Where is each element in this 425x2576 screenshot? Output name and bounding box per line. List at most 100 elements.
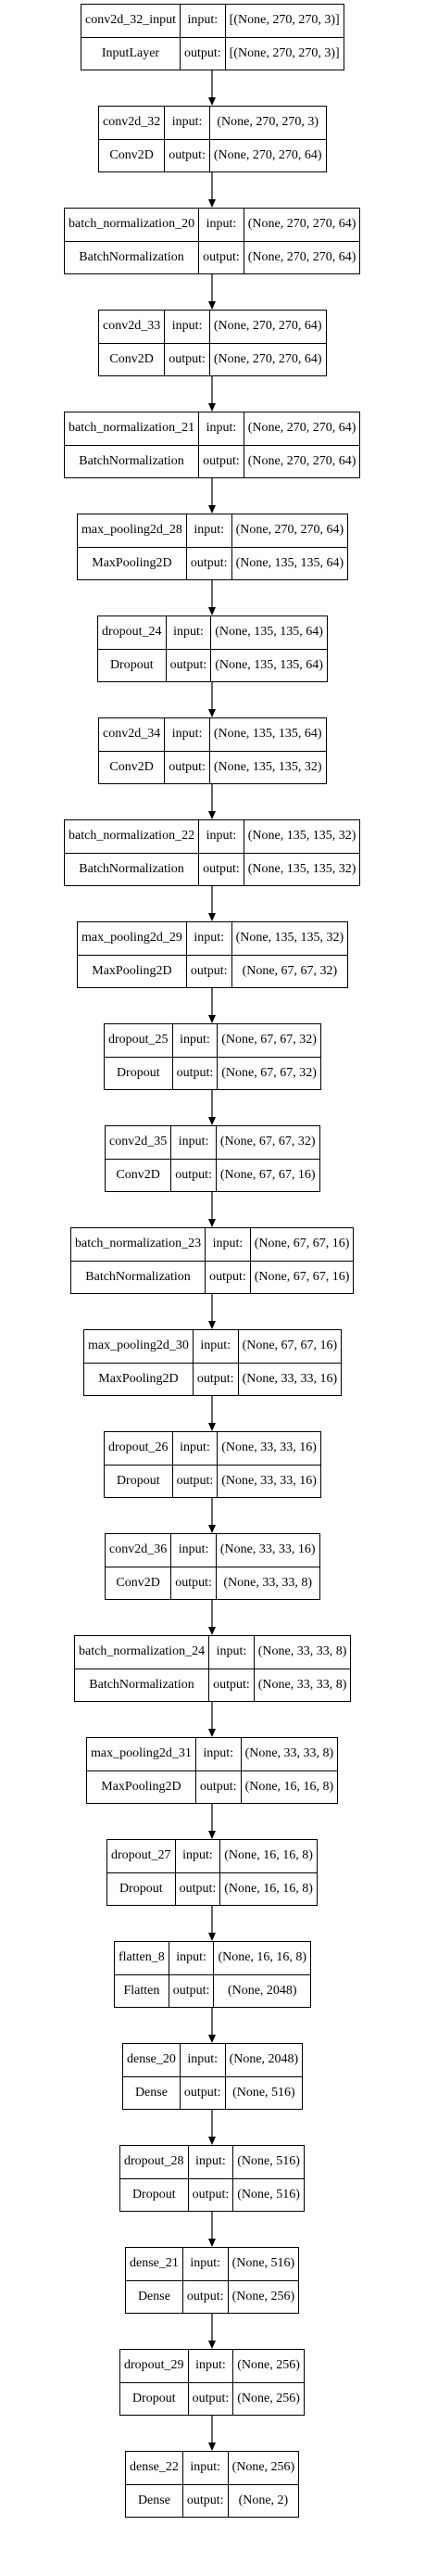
layer-type: Dropout <box>116 1473 160 1488</box>
io-label-column: input:output: <box>172 1024 219 1089</box>
layer-type: Dense <box>137 2493 170 2507</box>
input-label: input: <box>171 1534 216 1567</box>
arrow-head-icon <box>208 97 216 106</box>
input-shape: (None, 270, 270, 3) <box>209 107 326 140</box>
layer-type: Dropout <box>116 1065 160 1080</box>
layer-name: batch_normalization_21 <box>65 412 199 446</box>
output-shape: (None, 270, 270, 64) <box>247 453 356 468</box>
input-label: input: <box>193 1330 238 1364</box>
input-shape: (None, 33, 33, 8) <box>241 1738 338 1771</box>
shape-column: (None, 516)(None, 516) <box>233 2146 304 2211</box>
shape-column: (None, 516)(None, 256) <box>228 2248 299 2313</box>
input-label: input: <box>172 1024 218 1058</box>
arrow-head-icon <box>208 607 216 615</box>
input-label: input: <box>199 820 244 854</box>
input-shape: (None, 135, 135, 64) <box>211 616 327 650</box>
input-label: input: <box>180 2044 225 2077</box>
output-shape: (None, 270, 270, 64) <box>247 249 356 264</box>
input-label: input: <box>209 1636 254 1669</box>
input-shape: (None, 33, 33, 8) <box>254 1636 351 1669</box>
io-label-column: input:output: <box>206 1228 251 1293</box>
output-label: output: <box>169 351 206 366</box>
layer-type: Dropout <box>119 1881 163 1896</box>
arrow-head-icon <box>208 403 216 412</box>
input-label: input: <box>206 1228 250 1262</box>
shape-column: (None, 256)(None, 2) <box>228 2452 299 2517</box>
input-shape: (None, 135, 135, 64) <box>209 718 326 752</box>
output-label: output: <box>176 1473 214 1488</box>
arrow-head-icon <box>208 505 216 514</box>
io-label-column: input:output: <box>209 1636 255 1701</box>
input-label: input: <box>186 514 231 548</box>
shape-column: (None, 135, 135, 64)(None, 135, 135, 32) <box>209 718 326 783</box>
layer-name: max_pooling2d_30 <box>84 1330 193 1364</box>
output-label: output: <box>184 45 221 60</box>
layer-type: Dense <box>137 2289 170 2303</box>
shape-column: (None, 33, 33, 8)(None, 16, 16, 8) <box>241 1738 338 1803</box>
output-shape: (None, 16, 16, 8) <box>224 1881 313 1896</box>
layer-name: dropout_28 <box>120 2146 188 2179</box>
input-shape: [(None, 270, 270, 3)] <box>225 5 344 38</box>
arrow-head-icon <box>208 301 216 310</box>
arrow-head-icon <box>208 1117 216 1125</box>
output-shape: (None, 33, 33, 16) <box>221 1473 317 1488</box>
arrow-head-icon <box>208 811 216 819</box>
layer-type: MaxPooling2D <box>98 1371 179 1386</box>
output-shape: (None, 256) <box>231 2289 295 2303</box>
output-shape: (None, 135, 135, 64) <box>215 657 323 672</box>
output-label: output: <box>203 453 240 468</box>
layer-type: Dropout <box>109 657 154 672</box>
output-label: output: <box>190 555 228 570</box>
layer-type: Conv2D <box>116 1575 160 1590</box>
input-label: input: <box>186 922 231 956</box>
shape-column: (None, 135, 135, 32)(None, 135, 135, 32) <box>244 820 360 885</box>
output-label: output: <box>175 1167 212 1182</box>
output-shape: (None, 516) <box>237 2187 300 2202</box>
input-shape: (None, 33, 33, 16) <box>218 1432 320 1466</box>
output-shape: (None, 67, 67, 32) <box>242 963 338 978</box>
output-label: output: <box>186 2493 224 2507</box>
io-label-column: input:output: <box>165 311 210 375</box>
arrow-head-icon <box>208 1933 216 1941</box>
output-shape: (None, 2048) <box>227 1983 297 1998</box>
layer-name: conv2d_36 <box>106 1534 171 1567</box>
arrow-head-icon <box>208 2341 216 2349</box>
shape-column: (None, 256)(None, 256) <box>233 2350 304 2415</box>
layer-name: batch_normalization_23 <box>71 1228 206 1262</box>
output-shape: (None, 270, 270, 64) <box>213 147 322 162</box>
output-label: output: <box>203 861 240 876</box>
arrow-head-icon <box>208 913 216 921</box>
input-shape: (None, 67, 67, 32) <box>218 1024 320 1058</box>
io-label-column: input:output: <box>188 2350 234 2415</box>
output-shape: [(None, 270, 270, 3)] <box>229 45 340 60</box>
arrow-head-icon <box>208 1831 216 1839</box>
output-label: output: <box>203 249 240 264</box>
arrow-head-icon <box>208 2035 216 2043</box>
layer-type: BatchNormalization <box>79 249 184 264</box>
io-label-column: input:output: <box>165 718 210 783</box>
output-label: output: <box>172 1983 210 1998</box>
input-label: input: <box>182 2452 228 2485</box>
input-label: input: <box>166 616 211 650</box>
output-label: output: <box>183 2085 221 2100</box>
io-label-column: input:output: <box>199 209 244 273</box>
input-shape: (None, 270, 270, 64) <box>244 209 360 242</box>
input-label: input: <box>175 1840 220 1873</box>
layer-name: conv2d_35 <box>106 1126 171 1160</box>
layer-name: dropout_26 <box>105 1432 172 1466</box>
